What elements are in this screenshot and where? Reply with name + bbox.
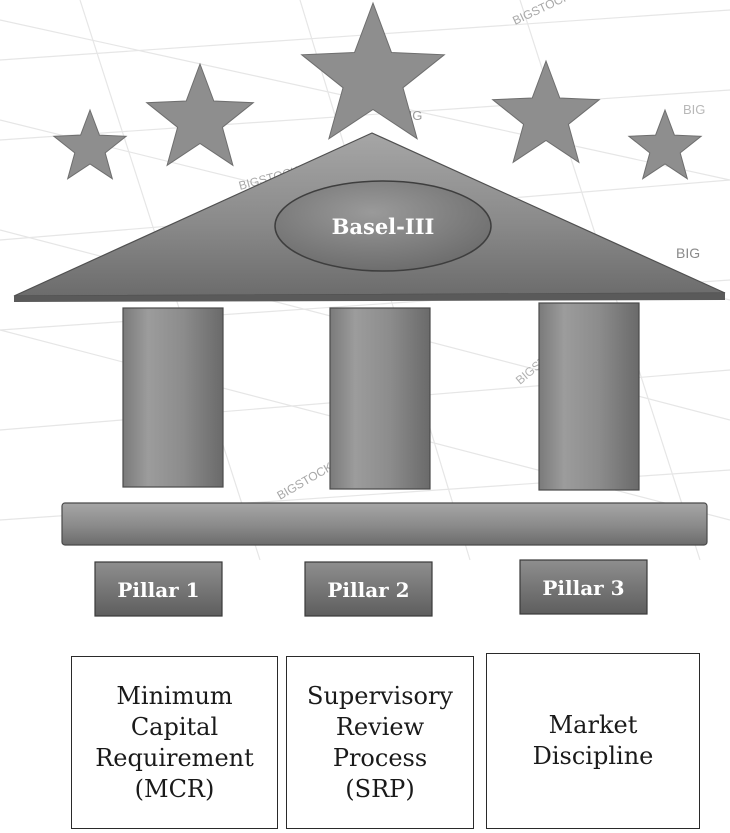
pillar-label-text: Pillar 2 — [327, 578, 409, 602]
description-line: Market — [548, 711, 638, 739]
watermark-text: BIG — [683, 102, 705, 117]
pillar-label-3: Pillar 3 — [519, 559, 648, 615]
pillar-1-description: Minimum Capital Requirement (MCR) — [71, 656, 278, 829]
description-line: Discipline — [532, 742, 654, 770]
roof-label: Basel-III — [332, 214, 435, 239]
watermark-text: BIG — [676, 245, 700, 261]
watermark-text: BIGSTOCK — [275, 460, 336, 503]
pillar-label-text: Pillar 1 — [117, 578, 199, 602]
pillar-column — [122, 307, 224, 488]
star-icon — [627, 108, 703, 180]
description-line: Minimum — [116, 681, 233, 710]
description-line: Requirement — [95, 743, 254, 772]
description-line: (SRP) — [345, 774, 415, 803]
pillar-label-text: Pillar 3 — [542, 576, 624, 600]
base-slab — [61, 502, 708, 546]
roof-bottom-edge — [14, 293, 725, 302]
roof-oval — [274, 180, 492, 272]
watermark-text: BIGSTOCK — [510, 0, 572, 28]
pillar-label-1: Pillar 1 — [94, 561, 223, 617]
description-line: Supervisory — [307, 681, 453, 710]
pillar-2-description: Supervisory Review Process (SRP) — [286, 656, 474, 829]
pillar-column — [538, 302, 640, 491]
description-line: Process — [332, 743, 428, 772]
stars-row — [52, 1, 703, 180]
description-line: (MCR) — [134, 774, 215, 803]
pillar-column — [329, 307, 431, 490]
pillar-3-description: Market Discipline — [486, 653, 700, 829]
star-icon — [300, 1, 446, 140]
star-icon — [145, 62, 255, 167]
description-line: Review — [335, 712, 425, 741]
star-icon — [52, 108, 128, 180]
pillar-label-2: Pillar 2 — [304, 561, 433, 617]
star-icon — [491, 59, 601, 164]
description-line: Capital — [130, 712, 219, 741]
